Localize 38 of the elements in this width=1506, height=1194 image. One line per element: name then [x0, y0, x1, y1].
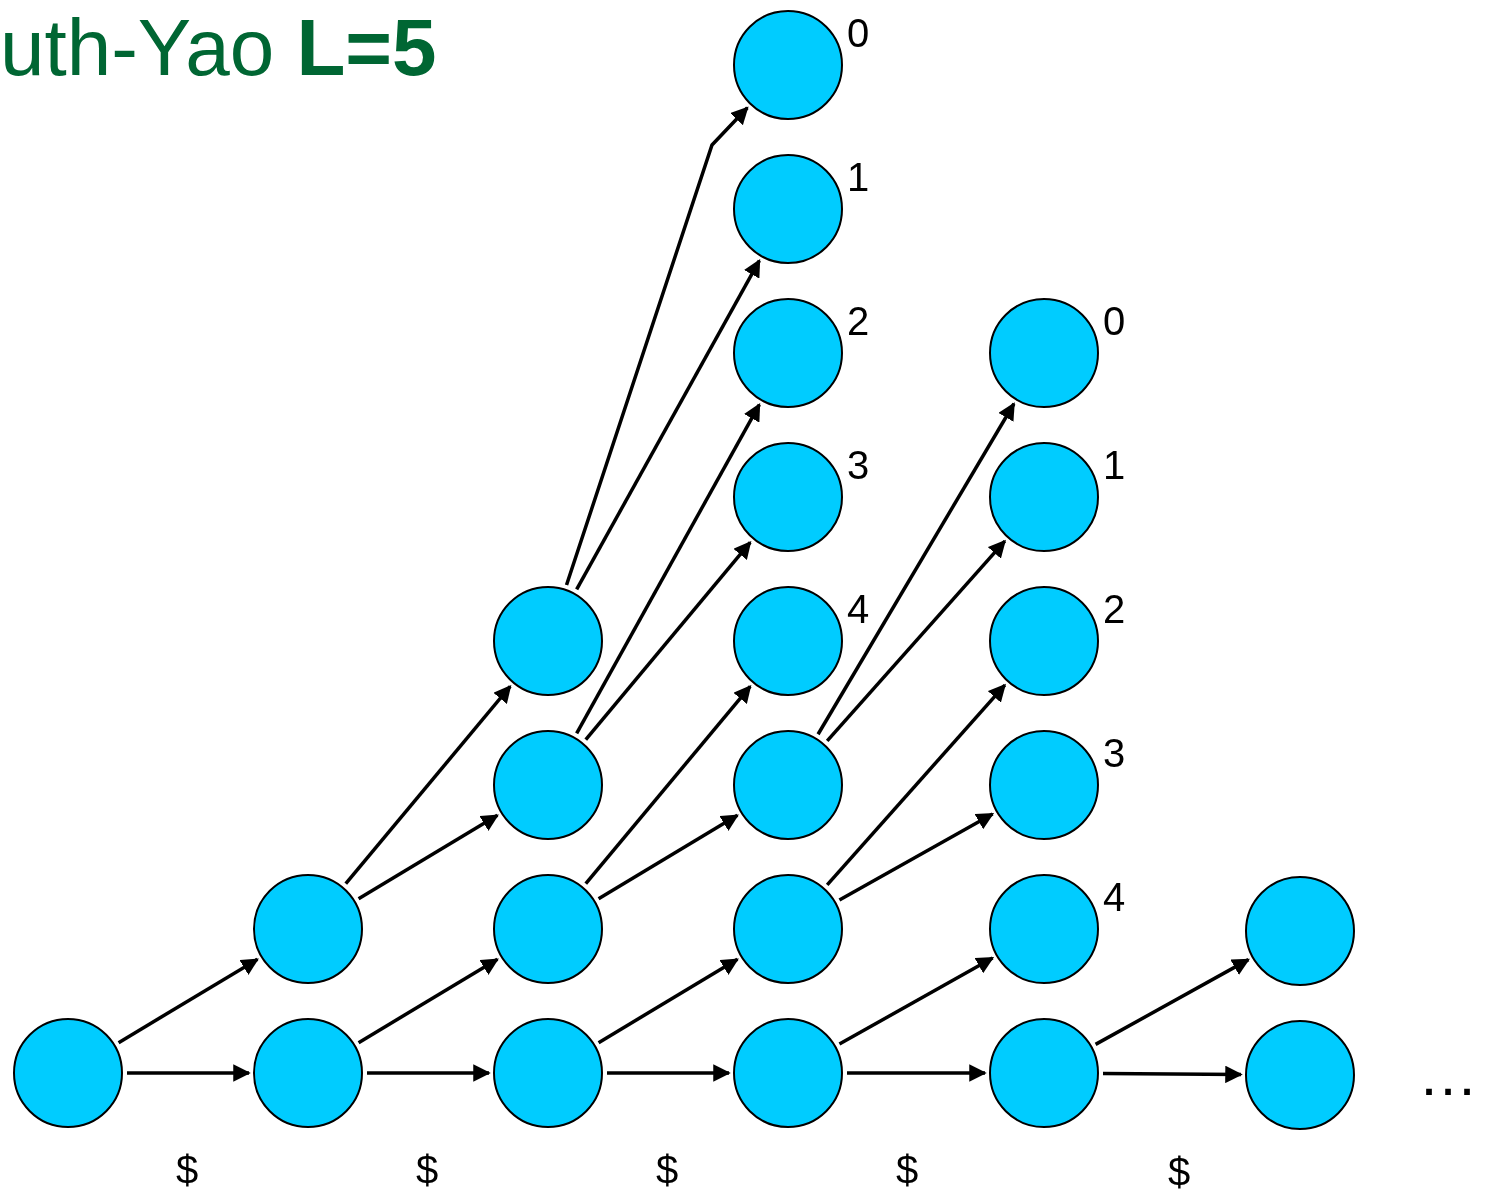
- arrow: [584, 541, 752, 741]
- ellipsis: …: [1418, 1045, 1478, 1105]
- row-number: 1: [847, 157, 870, 197]
- title: uth-Yao L=5: [0, 8, 437, 88]
- row-number: 4: [1103, 877, 1126, 917]
- arrow: [357, 957, 499, 1045]
- dollar-label: $: [896, 1150, 919, 1190]
- arrow: [575, 259, 761, 591]
- dollar-label: $: [1168, 1152, 1191, 1192]
- arrow: [825, 683, 1007, 887]
- arrow: [1103, 1065, 1243, 1084]
- arrow: [597, 957, 739, 1045]
- row-number: 0: [847, 13, 870, 53]
- arrow: [607, 1064, 731, 1082]
- arrow: [825, 539, 1007, 743]
- dollar-label: $: [176, 1150, 199, 1190]
- arrow: [117, 957, 259, 1045]
- arrow: [584, 685, 752, 885]
- arrow: [816, 402, 1016, 736]
- dollar-label: $: [416, 1150, 439, 1190]
- row-number: 2: [847, 301, 870, 341]
- row-number: 1: [1103, 445, 1126, 485]
- row-number: 3: [847, 445, 870, 485]
- arrow: [344, 685, 512, 885]
- arrow: [367, 1064, 491, 1082]
- arrow: [838, 956, 995, 1046]
- row-number: 0: [1103, 301, 1126, 341]
- arrow: [127, 1064, 251, 1082]
- row-number: 3: [1103, 733, 1126, 773]
- arrow: [597, 813, 739, 901]
- row-number: 4: [847, 589, 870, 629]
- arrow: [564, 106, 749, 586]
- arrow: [838, 812, 995, 902]
- row-number: 2: [1103, 589, 1126, 629]
- dollar-label: $: [656, 1150, 679, 1190]
- arrow: [575, 403, 761, 735]
- arrow: [1094, 958, 1250, 1046]
- arrow: [357, 813, 499, 901]
